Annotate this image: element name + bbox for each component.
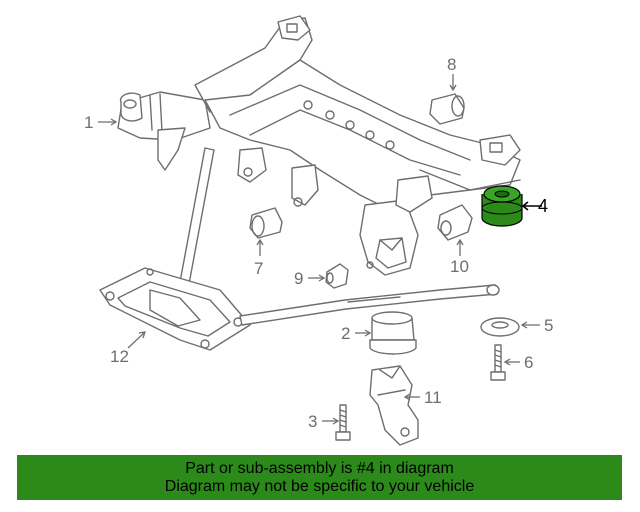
callout-5: 5	[544, 316, 553, 335]
callout-10: 10	[450, 257, 469, 276]
callout-leaders	[98, 74, 542, 425]
callout-6: 6	[524, 353, 533, 372]
part-7-bushing	[249, 207, 283, 239]
banner-line-1: Part or sub-assembly is #4 in diagram	[185, 460, 454, 477]
part-4-bushing-highlighted[interactable]	[481, 185, 523, 227]
callout-1: 1	[84, 113, 93, 132]
callout-11: 11	[424, 388, 442, 407]
part-3-bolt	[335, 404, 351, 441]
part-6-bolt	[490, 344, 506, 381]
part-10-bushing	[437, 204, 473, 241]
rear-subframe	[117, 15, 521, 276]
part-8-bushing	[429, 93, 465, 125]
callout-3: 3	[308, 412, 317, 431]
part-5-washer	[480, 317, 520, 337]
part-11-bracket	[369, 365, 419, 446]
callout-12: 12	[110, 347, 129, 366]
callout-2: 2	[341, 324, 350, 343]
parts-diagram: 1 2 3 4 5 6 7 8 9 10 11 12	[84, 15, 553, 446]
part-2-mount	[369, 311, 417, 355]
callout-4[interactable]: 4	[538, 196, 548, 216]
callout-8: 8	[447, 55, 456, 74]
banner-line-2: Diagram may not be specific to your vehi…	[164, 478, 475, 495]
fitment-notice-banner: Part or sub-assembly is #4 in diagram Di…	[17, 455, 622, 500]
part-12-brace-plate	[99, 147, 500, 351]
callout-7: 7	[254, 259, 263, 278]
part-9-bushing	[325, 263, 349, 289]
callout-9: 9	[294, 269, 303, 288]
